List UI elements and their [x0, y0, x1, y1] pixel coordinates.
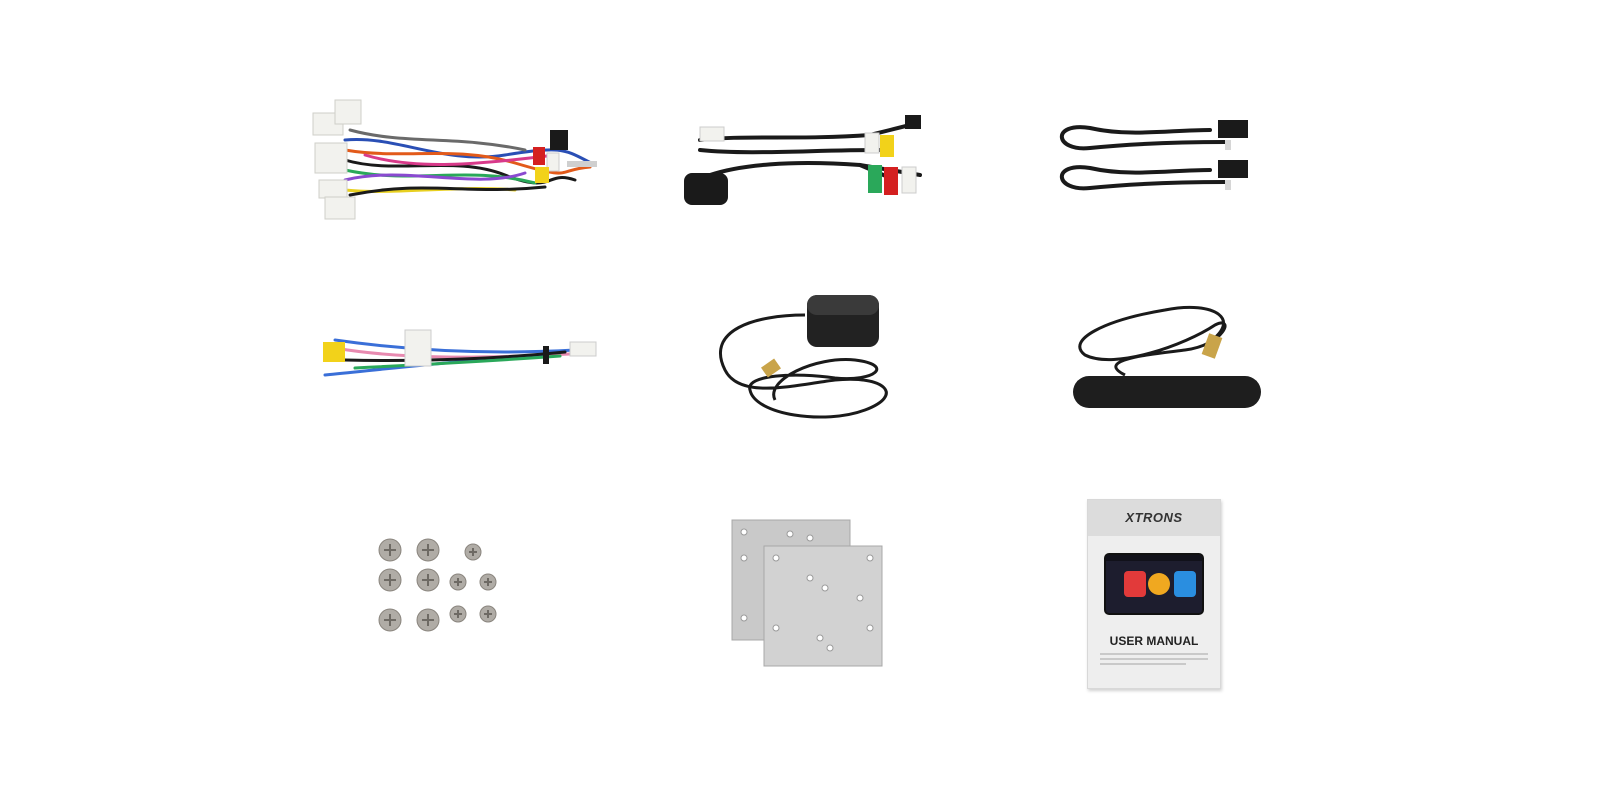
manual-brand-logo: XTRONS [1125, 510, 1183, 525]
usb-extension-cables [1050, 112, 1260, 207]
iso-wiring-harness [305, 95, 605, 225]
gps-antenna [715, 290, 905, 425]
mounting-screws [370, 535, 510, 640]
bluetooth-app-icon [1174, 571, 1196, 597]
manual-header-band [1088, 500, 1220, 536]
app-tile-icon [1124, 571, 1146, 597]
mounting-brackets [730, 518, 885, 668]
manual-title: USER MANUAL [1109, 634, 1199, 648]
av-rca-cable-with-ir-sensor [680, 105, 940, 215]
camera-rca-cable [305, 320, 605, 390]
user-manual: XTRONS USER MANUAL [1087, 499, 1221, 689]
manual-intro-text [1100, 653, 1208, 668]
music-app-icon [1148, 573, 1170, 595]
dab-antenna [1065, 300, 1265, 415]
manual-head-unit-screen [1106, 555, 1202, 613]
